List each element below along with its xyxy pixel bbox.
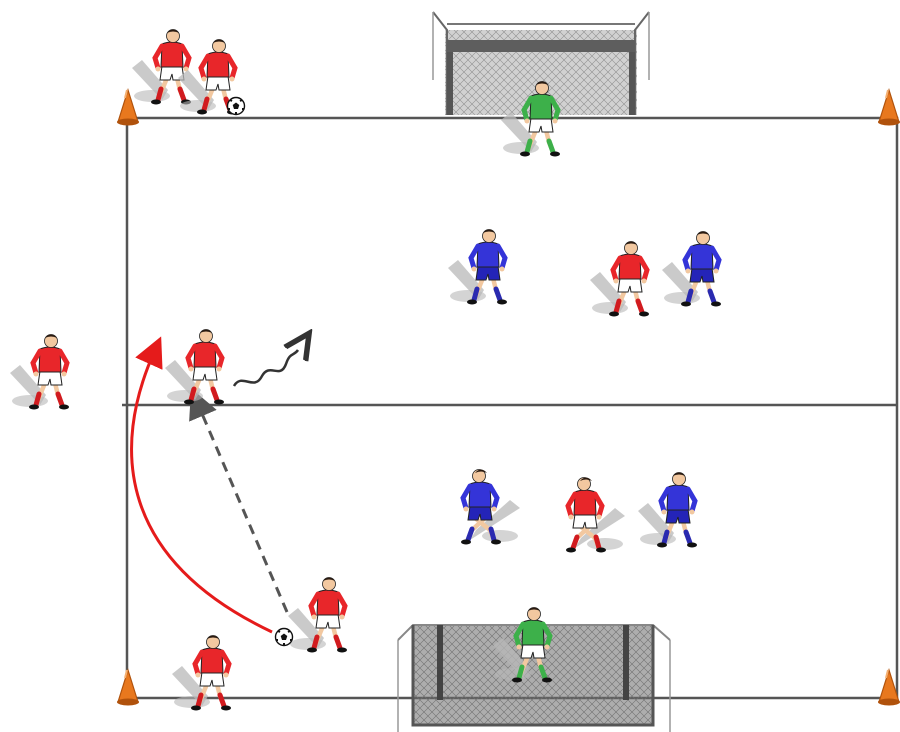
cone-top-right bbox=[878, 90, 900, 126]
blue-player-bottom-1 bbox=[461, 470, 520, 545]
pass-arrow bbox=[132, 350, 272, 632]
red-player-passer bbox=[288, 578, 347, 653]
red-player-corner bbox=[172, 636, 231, 711]
ball-top bbox=[228, 98, 245, 115]
red-player-attacker-top bbox=[590, 242, 649, 317]
players bbox=[10, 30, 721, 711]
red-player-waiting-1 bbox=[132, 30, 191, 105]
balls bbox=[228, 98, 293, 646]
blue-player-bottom-2 bbox=[638, 473, 697, 548]
cone-bottom-left bbox=[117, 670, 139, 706]
blue-player-top-2 bbox=[662, 232, 721, 307]
ball-passer bbox=[276, 629, 293, 646]
field-lines bbox=[122, 118, 897, 698]
red-player-attacker-bottom bbox=[566, 478, 625, 553]
dribble-arrow bbox=[234, 350, 298, 386]
goalkeeper-bottom bbox=[493, 608, 552, 683]
blue-player-top-1 bbox=[448, 230, 507, 305]
red-player-halfway bbox=[165, 330, 224, 405]
field-boundary bbox=[127, 118, 897, 698]
red-player-sideline bbox=[10, 335, 69, 410]
run-arrow bbox=[197, 402, 287, 612]
